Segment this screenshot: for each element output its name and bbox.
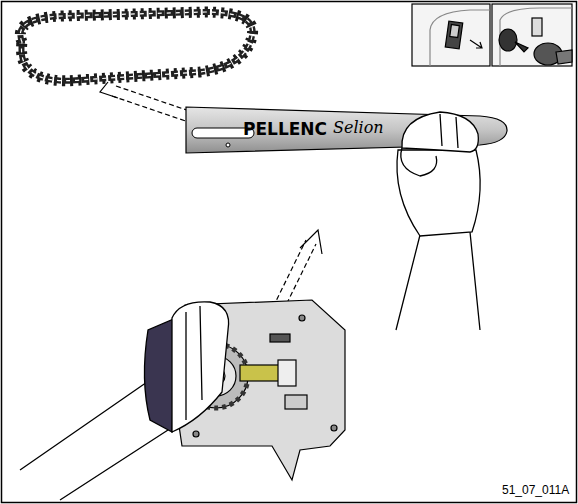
- figure-code: 51_07_011A: [502, 484, 569, 497]
- brand-name: PELLENC: [243, 120, 327, 139]
- saw-chain: [20, 12, 252, 81]
- guide-bar: [186, 107, 507, 153]
- left-glove: [20, 302, 229, 500]
- inset-panels: [412, 4, 572, 66]
- right-glove: [396, 112, 480, 330]
- model-name: Selion: [333, 119, 384, 137]
